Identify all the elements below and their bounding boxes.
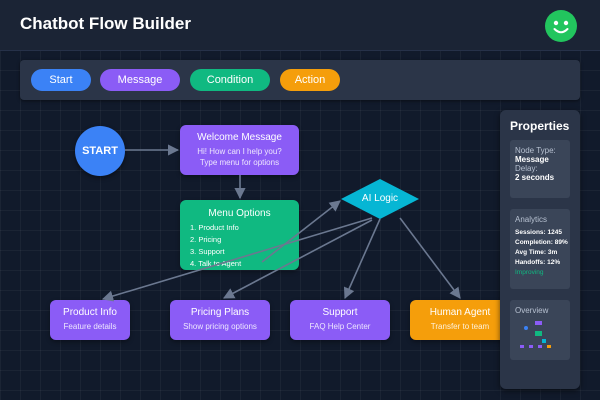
analytics-card: Analytics Sessions: 1245 Completion: 89%… [510, 209, 570, 289]
overview-card[interactable]: Overview [510, 300, 570, 360]
minimap-icon [520, 321, 551, 348]
support-title: Support [322, 307, 358, 318]
product-info-title: Product Info [63, 307, 117, 318]
menu-option-item: 2. Pricing [190, 235, 222, 244]
bot-avatar-icon[interactable] [545, 10, 577, 42]
menu-option-item: 1. Product Info [190, 223, 239, 232]
properties-title: Properties [510, 119, 570, 133]
support-subtitle: FAQ Help Center [309, 322, 371, 331]
app-title: Chatbot Flow Builder [20, 14, 191, 33]
palette-message-chip[interactable]: Message [100, 69, 180, 91]
decision-diamond-shape [341, 179, 419, 219]
node-palette: Start Message Condition Action [20, 60, 580, 100]
properties-panel: Properties Node Type: Message Delay: 2 s… [500, 110, 580, 389]
analytics-stat: Handoffs: 12% [515, 259, 561, 266]
menu-option-item: 3. Support [190, 247, 225, 256]
welcome-message-node[interactable]: Welcome Message Hi! How can I help you? … [180, 125, 299, 175]
welcome-message-title: Welcome Message [197, 132, 282, 143]
start-node[interactable]: START [75, 126, 125, 176]
support-node[interactable]: Support FAQ Help Center [290, 300, 390, 340]
palette-action-chip[interactable]: Action [280, 69, 340, 91]
ai-logic-label: AI Logic [361, 193, 399, 204]
ai-logic-node[interactable]: AI Logic [340, 178, 420, 220]
overview-title: Overview [515, 306, 549, 315]
menu-options-title: Menu Options [208, 208, 271, 219]
pricing-plans-subtitle: Show pricing options [183, 322, 257, 331]
node-type-value[interactable]: Message [515, 155, 549, 164]
human-agent-subtitle: Transfer to team [430, 322, 490, 331]
analytics-stat: Completion: 89% [515, 239, 568, 246]
product-info-subtitle: Feature details [63, 322, 117, 331]
product-info-node[interactable]: Product Info Feature details [50, 300, 130, 340]
pricing-plans-title: Pricing Plans [190, 307, 250, 318]
menu-options-list: 1. Product Info 2. Pricing 3. Support 4.… [190, 222, 241, 270]
menu-option-item: 4. Talk to Agent [190, 259, 242, 268]
palette-condition-chip[interactable]: Condition [190, 69, 270, 91]
palette-start-chip[interactable]: Start [31, 69, 91, 91]
analytics-title: Analytics [515, 215, 548, 224]
analytics-trend: Improving [515, 269, 544, 276]
delay-label: Delay: [515, 164, 538, 173]
app-header: Chatbot Flow Builder [0, 0, 600, 51]
menu-options-node[interactable]: Menu Options 1. Product Info 2. Pricing … [180, 200, 299, 270]
node-type-label: Node Type: [515, 146, 556, 155]
analytics-stat: Sessions: 1245 [515, 229, 562, 236]
human-agent-title: Human Agent [429, 307, 491, 318]
analytics-stat: Avg Time: 3m [515, 249, 558, 256]
delay-value[interactable]: 2 seconds [515, 173, 555, 182]
human-agent-node[interactable]: Human Agent Transfer to team [410, 300, 510, 340]
pricing-plans-node[interactable]: Pricing Plans Show pricing options [170, 300, 270, 340]
welcome-message-text: Hi! How can I help you? Type menu for op… [197, 147, 282, 167]
node-settings-card: Node Type: Message Delay: 2 seconds [510, 140, 570, 198]
